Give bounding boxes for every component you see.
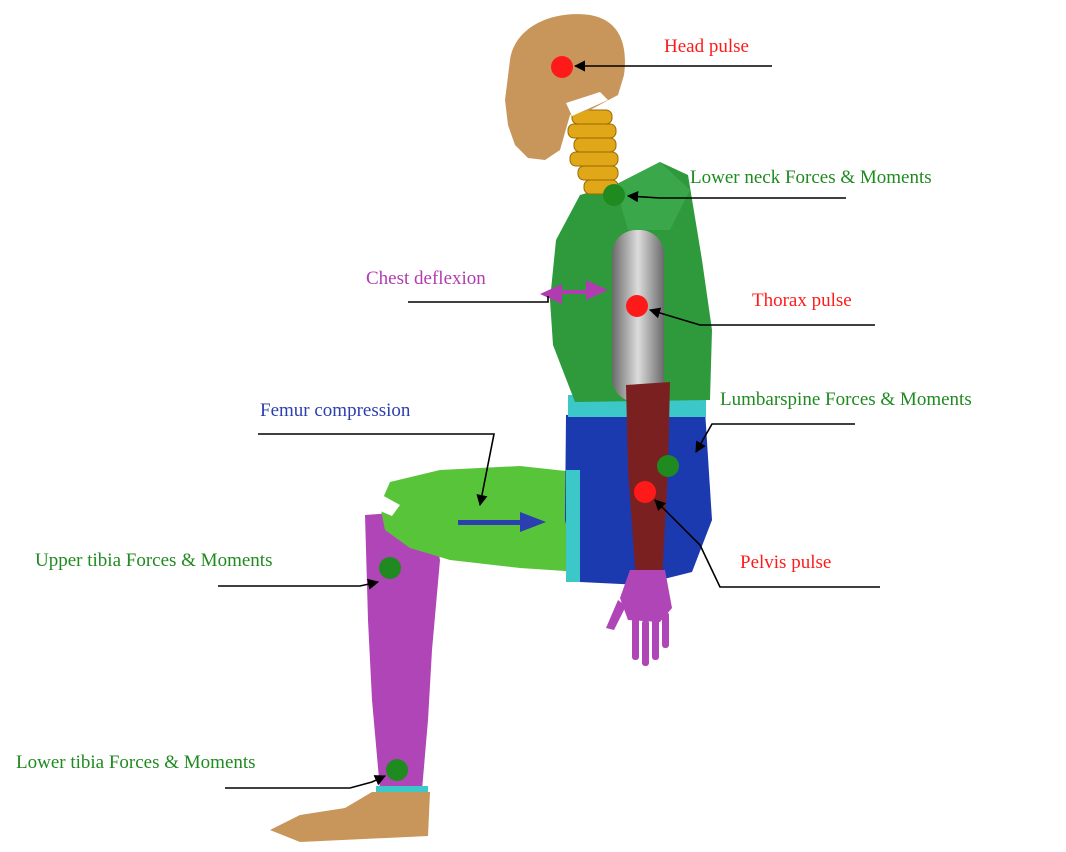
pelvis-sensor: [634, 481, 656, 503]
upper-tibia-sensor: [379, 557, 401, 579]
foot: [270, 792, 430, 842]
head-sensor: [551, 56, 573, 78]
lumbar-spine-leader: [696, 424, 855, 452]
lower-tibia-sensor: [386, 759, 408, 781]
hand: [606, 570, 672, 666]
upper-tibia-leader: [218, 582, 378, 586]
thorax-sensor: [626, 295, 648, 317]
neck: [568, 110, 618, 194]
dummy-figure: [270, 14, 712, 842]
chest-deflexion-label: Chest deflexion: [366, 268, 486, 289]
lower-neck-sensor: [603, 184, 625, 206]
lower-neck-label: Lower neck Forces & Moments: [690, 167, 932, 188]
pelvis-pulse-label: Pelvis pulse: [740, 552, 831, 573]
head-pulse-label: Head pulse: [664, 36, 749, 57]
lumbar-spine-label: Lumbarspine Forces & Moments: [720, 389, 972, 410]
chest-deflexion-leader: [408, 296, 548, 302]
thorax-pulse-label: Thorax pulse: [752, 290, 852, 311]
labels: Head pulse Lower neck Forces & Moments C…: [16, 36, 972, 773]
lower-tibia-label: Lower tibia Forces & Moments: [16, 752, 256, 773]
pelvis-band: [566, 470, 580, 582]
lumbar-sensor: [657, 455, 679, 477]
femur-compression-label: Femur compression: [260, 400, 411, 421]
upper-tibia-label: Upper tibia Forces & Moments: [35, 550, 272, 571]
lower-tibia-leader: [225, 776, 385, 788]
